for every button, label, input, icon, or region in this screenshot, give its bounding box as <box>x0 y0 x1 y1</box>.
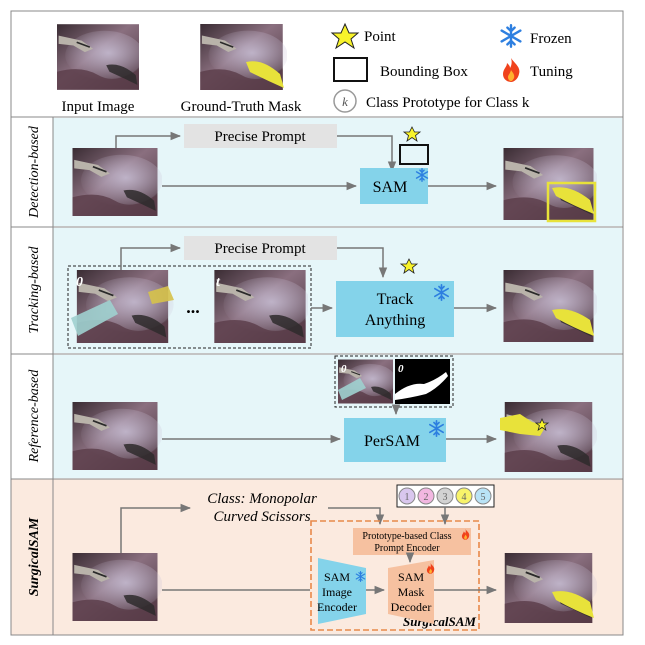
prototype-label-4: 4 <box>462 492 467 503</box>
input-image-label: Input Image <box>62 99 135 115</box>
prompt-encoder-line1: Prototype-based Class <box>362 531 451 542</box>
tracking-point-icon <box>399 258 419 274</box>
prototype-circles: 1 2 3 4 5 <box>398 487 492 505</box>
tuning-label: Tuning <box>530 64 573 80</box>
mask-decoder-line2: Mask <box>398 585 425 599</box>
prototype-circle-2 <box>417 487 435 505</box>
tracking-output-image <box>502 270 597 342</box>
input-image-thumb <box>57 24 139 90</box>
tracking-frame-0-index: 0 <box>76 275 83 290</box>
ground-truth-thumb <box>199 24 287 90</box>
prototype-circle-5 <box>474 487 492 505</box>
tracking-frames-box <box>67 265 312 349</box>
row-tracking: Tracking-based 0 ... t Precise Prompt Tr… <box>10 226 624 355</box>
track-anything-line1: Track <box>377 291 414 308</box>
prototype-label-3: 3 <box>443 492 448 503</box>
point-star-icon <box>330 22 360 50</box>
prototype-label-2: 2 <box>424 492 429 503</box>
surgicalsam-output-image <box>503 553 597 623</box>
reference-input-image <box>71 402 162 470</box>
row-reference: Reference-based 0 0 PerSAM <box>10 353 624 480</box>
row-label-detection: Detection-based <box>27 125 42 219</box>
mask-decoder-line3: Decoder <box>391 600 432 614</box>
prototype-circle-3 <box>436 487 454 505</box>
tracking-frame-0 <box>71 270 174 343</box>
surgicalsam-framework-box <box>310 520 480 631</box>
class-prototype-k: k <box>342 94 348 109</box>
detection-prompt-box <box>184 124 337 148</box>
persam-text: PerSAM <box>364 433 420 450</box>
gt-mask-overlay <box>246 61 284 88</box>
track-anything-box <box>336 281 454 337</box>
prototype-circle-4 <box>455 487 473 505</box>
tracking-ellipsis: ... <box>186 297 200 317</box>
persam-box <box>344 418 446 462</box>
detection-bbox-icon <box>399 144 429 165</box>
reference-image-index: 0 <box>341 363 347 375</box>
reference-output-point <box>534 418 550 431</box>
mask-decoder-line1: SAM <box>398 570 424 584</box>
prompt-encoder-box <box>353 528 471 555</box>
image-encoder-line2: Image <box>322 585 352 599</box>
mask-decoder-box <box>388 560 434 624</box>
prompt-encoder-line2: Prompt Encoder <box>374 543 440 554</box>
class-prototype-icon <box>333 89 357 113</box>
prototype-label-1: 1 <box>405 492 410 503</box>
tracking-prompt-text: Precise Prompt <box>214 241 306 257</box>
surgicalsam-input-image <box>71 553 162 621</box>
detection-sam-text: SAM <box>373 179 408 196</box>
reference-mask <box>395 359 450 404</box>
detection-point-icon <box>402 126 422 142</box>
tracking-prompt-box <box>184 236 337 260</box>
row-detection: Detection-based Precise Prompt SAM <box>10 116 624 228</box>
row-label-reference: Reference-based <box>27 369 42 464</box>
row-label-tracking: Tracking-based <box>27 245 42 333</box>
detection-sam-box <box>360 168 428 204</box>
ground-truth-label: Ground-Truth Mask <box>181 99 302 115</box>
bounding-box-label: Bounding Box <box>380 64 468 80</box>
frozen-label: Frozen <box>530 31 572 47</box>
reference-output-image <box>500 402 597 472</box>
track-anything-line2: Anything <box>365 312 425 329</box>
class-text-line1: Class: Monopolar <box>207 491 317 507</box>
image-encoder-box <box>318 558 366 624</box>
detection-prompt-text: Precise Prompt <box>214 129 306 145</box>
class-prototype-label: Class Prototype for Class k <box>366 95 530 111</box>
image-encoder-line1: SAM <box>324 570 350 584</box>
detection-output-bbox <box>546 181 597 223</box>
tracking-frame-t-index: t <box>216 275 221 290</box>
reference-mask-index: 0 <box>398 363 404 375</box>
bounding-box-icon <box>333 57 368 82</box>
prototype-circle-1 <box>398 487 416 505</box>
class-text-line2: Curved Scissors <box>213 509 310 525</box>
row-surgicalsam: SurgicalSAM Class: Monopolar Curved Scis… <box>10 478 624 636</box>
tracking-frame-t <box>213 270 308 343</box>
legend-panel: Input Image Ground-Truth Mask Point Boun… <box>57 22 573 115</box>
detection-input-image <box>71 148 162 216</box>
prototype-label-5: 5 <box>481 492 486 503</box>
detection-output-image <box>502 148 597 223</box>
reference-image <box>338 359 393 404</box>
image-encoder-line3: Encoder <box>317 600 357 614</box>
row-label-surgicalsam: SurgicalSAM <box>27 517 42 596</box>
point-label: Point <box>364 29 397 45</box>
